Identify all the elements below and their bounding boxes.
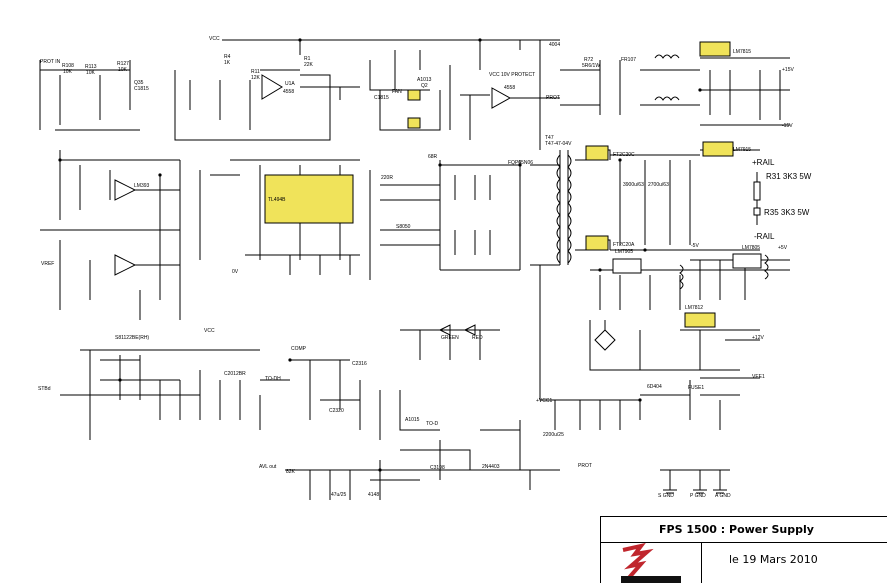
label-tl494: TL494B	[268, 197, 286, 203]
label-4004: 4004	[549, 42, 561, 48]
label-82k: 82K	[286, 469, 295, 475]
label-s81122: S81122BE(RH)	[115, 335, 150, 341]
label-0v: 0V	[232, 269, 239, 275]
minus-rail-label: -RAIL	[754, 232, 775, 241]
label-6d404: 6D404	[647, 384, 662, 390]
title-divider	[701, 542, 702, 583]
label-r108-val: 10K	[63, 69, 72, 75]
label-fuse1: FUSE1	[688, 385, 705, 391]
label-fqp-top: FQP65N06	[508, 160, 534, 166]
label-lm7815: LM7815	[733, 49, 752, 55]
ic-packages	[407, 89, 609, 251]
label-red-led: RED	[472, 335, 483, 341]
label-68r: 68R	[428, 154, 438, 160]
label-r113: R113	[85, 64, 97, 70]
to-d-label: TO-D	[426, 421, 439, 427]
label-r4-val: 1K	[224, 60, 231, 66]
r31-label: R31 3K3 5W	[766, 172, 812, 181]
label-lm7905: LM7905	[615, 249, 634, 255]
label-4148: 4148	[368, 492, 380, 498]
label-r113-val: 10K	[86, 70, 95, 76]
title-block: FPS 1500 : Power Supply le 19 Mars 2010	[600, 516, 887, 583]
r35-label: R35 3K3 5W	[764, 208, 810, 217]
prot-out-label: PROT	[546, 95, 560, 101]
label-plus5v: +5V	[778, 245, 788, 251]
label-r4: R4	[224, 54, 231, 60]
label-t47: T47	[545, 135, 554, 141]
label-r11-val: 12K	[251, 75, 260, 81]
label-lm7812: LM7812	[685, 305, 704, 311]
label-comp: COMP	[291, 346, 306, 352]
label-minus15v: -15V	[782, 123, 793, 129]
label-s8050: S8050	[396, 224, 411, 230]
label-r127-val: 10K	[118, 67, 127, 73]
label-plus12v: +12V	[752, 335, 764, 341]
label-220r: 220R	[381, 175, 393, 181]
label-minus5v: -5V	[691, 243, 699, 249]
label-lm7805: LM7805	[742, 245, 761, 251]
plus-rail-label: +RAIL	[752, 158, 775, 167]
pgnd-label: P GND	[690, 493, 706, 499]
label-c3198: C3198	[430, 465, 445, 471]
drawing-date: le 19 Mars 2010	[729, 553, 818, 566]
led-indicators	[438, 324, 476, 336]
label-c1815: C1815	[374, 95, 389, 101]
label-a1013: A1013	[417, 77, 432, 83]
label-green-led: GREEN	[441, 335, 459, 341]
label-2200u: 2200u/25	[543, 432, 564, 438]
avl-out-label: AVL out	[259, 464, 277, 470]
wiring	[39, 39, 790, 500]
label-3900u: 3900u/63	[623, 182, 644, 188]
label-r72: R72	[584, 57, 594, 63]
label-vcc-mid: VCC	[204, 328, 215, 334]
label-a1015: A1015	[405, 417, 420, 423]
label-ft2c20a: FT2C20A	[613, 242, 635, 248]
junction-dots	[58, 38, 702, 472]
label-ft2c20c: FT2C20C	[613, 152, 635, 158]
drawing-title: FPS 1500 : Power Supply	[659, 523, 814, 536]
label-r108: R108	[62, 63, 74, 69]
prot-in-label: PROT IN	[40, 59, 61, 65]
label-r127: R127	[117, 61, 129, 67]
label-r72-val: 5R6/1W	[582, 63, 601, 69]
label-u1a: U1A	[285, 81, 295, 87]
label-q35: Q35	[134, 80, 144, 86]
company-logo	[621, 542, 681, 583]
title-row: FPS 1500 : Power Supply	[601, 517, 887, 543]
label-u1a-type: 4558	[283, 89, 295, 95]
label-47u25: 47u/25	[331, 492, 347, 498]
label-fan: FAN	[392, 89, 402, 95]
label-r1-val: 22K	[304, 62, 313, 68]
label-r11: R11	[251, 69, 260, 75]
vref-label: VREF	[41, 261, 55, 267]
label-c2316: C2316	[352, 361, 367, 367]
stb-label: STBd	[38, 386, 51, 392]
label-2700u: 2700u/63	[648, 182, 669, 188]
prot-bottom-label: PROT	[578, 463, 592, 469]
to-dh-label: TO-DH	[265, 376, 281, 382]
label-vee1: VEE1	[752, 374, 765, 380]
label-t47-type: T47-47-04V	[545, 141, 572, 147]
label-lm393: LM393	[134, 183, 150, 189]
label-plus15v: +15V	[782, 67, 794, 73]
label-2n4403: 2N4403	[482, 464, 500, 470]
label-u1b-type: 4558	[504, 85, 516, 91]
label-vcc-top: VCC	[209, 36, 220, 42]
label-r1: R1	[304, 56, 311, 62]
sgnd-label: S GND	[658, 493, 674, 499]
label-q2: Q2	[421, 83, 428, 89]
label-vcc1: +VCC1	[536, 398, 553, 404]
label-vcc-protect: VCC 10V PROTECT	[489, 72, 536, 78]
label-q35-type: C1815	[134, 86, 149, 92]
agnd-label: A GND	[715, 493, 731, 499]
label-c2012br: C2012BR	[224, 371, 246, 377]
label-fr107: FR107	[621, 57, 637, 63]
label-lm7915: LM7915	[733, 147, 752, 153]
label-c2320: C2320	[329, 408, 344, 414]
